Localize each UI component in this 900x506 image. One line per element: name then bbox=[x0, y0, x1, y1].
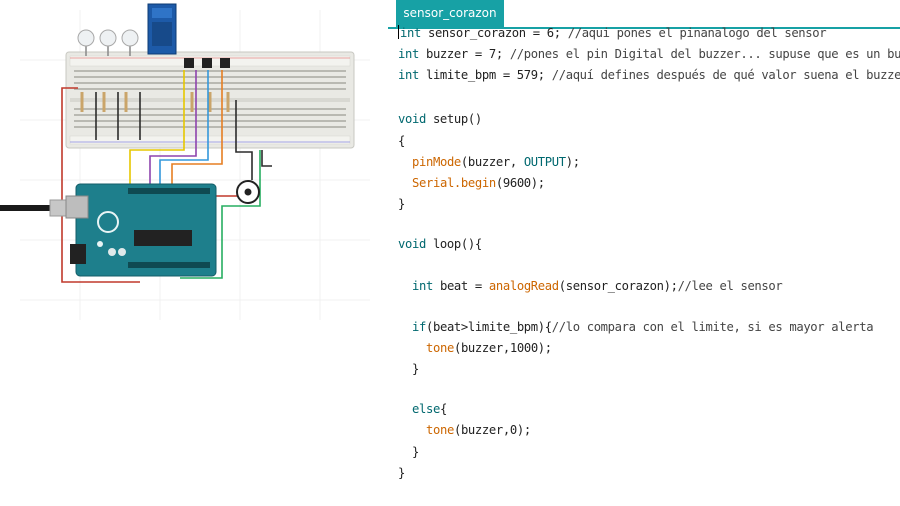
code-token: (9600); bbox=[495, 176, 545, 190]
code-line: Serial.begin(9600); bbox=[412, 174, 545, 192]
code-token: } bbox=[398, 466, 405, 480]
code-line: if(beat>limite_bpm){//lo compara con el … bbox=[412, 318, 874, 336]
code-function: tone bbox=[426, 423, 454, 437]
code-line: } bbox=[398, 464, 405, 482]
code-token: (beat>limite_bpm){ bbox=[425, 320, 552, 334]
code-token: (sensor_corazon); bbox=[558, 279, 678, 293]
tab-bar: sensor_corazon bbox=[388, 0, 900, 29]
code-comment: //aquí defines después de qué valor suen… bbox=[551, 68, 900, 82]
code-keyword: void bbox=[398, 112, 426, 126]
code-keyword: OUTPUT bbox=[523, 155, 566, 169]
code-line: tone(buzzer,1000); bbox=[426, 339, 552, 357]
code-token: (buzzer,0); bbox=[453, 423, 531, 437]
push-buttons bbox=[184, 58, 230, 68]
code-function: Serial.begin bbox=[412, 176, 496, 190]
code-token: buzzer = 7; bbox=[418, 47, 510, 61]
code-comment: //pones el pin Digital del buzzer... sup… bbox=[509, 47, 900, 61]
code-token: ); bbox=[565, 155, 580, 169]
code-token: beat = bbox=[432, 279, 489, 293]
code-line: int buzzer = 7; //pones el pin Digital d… bbox=[398, 45, 900, 63]
code-line: int beat = analogRead(sensor_corazon);//… bbox=[412, 277, 783, 295]
buzzer bbox=[236, 180, 260, 204]
code-keyword: int bbox=[398, 68, 419, 82]
code-comment: //lee el sensor bbox=[677, 279, 783, 293]
bluetooth-module bbox=[147, 3, 177, 55]
code-token: } bbox=[398, 197, 405, 211]
code-line: void loop(){ bbox=[398, 235, 482, 253]
code-token: sensor_corazon = 6; bbox=[420, 26, 568, 40]
code-keyword: int bbox=[398, 47, 419, 61]
code-token: { bbox=[439, 402, 447, 416]
code-line: int limite_bpm = 579; //aquí defines des… bbox=[398, 66, 900, 84]
code-line: { bbox=[398, 132, 405, 150]
heart-sensor-1 bbox=[77, 29, 95, 56]
code-token: setup() bbox=[425, 112, 482, 126]
code-token: (buzzer, bbox=[460, 155, 524, 169]
code-keyword: int bbox=[412, 279, 433, 293]
code-line: tone(buzzer,0); bbox=[426, 421, 531, 439]
text-cursor bbox=[398, 25, 399, 39]
resistors bbox=[80, 92, 230, 112]
code-line: } bbox=[412, 443, 419, 461]
code-token: } bbox=[412, 445, 419, 459]
code-comment: //aqui pones el pinanalogo del sensor bbox=[567, 26, 827, 40]
code-token: } bbox=[412, 362, 419, 376]
code-token: limite_bpm = 579; bbox=[418, 68, 552, 82]
code-line: void setup() bbox=[398, 110, 482, 128]
code-token: loop(){ bbox=[425, 237, 482, 251]
circuit-diagram bbox=[0, 0, 380, 330]
heart-sensor-2 bbox=[99, 29, 117, 56]
arduino-board bbox=[65, 183, 217, 277]
code-function: analogRead bbox=[488, 279, 559, 293]
code-comment: //lo compara con el limite, si es mayor … bbox=[551, 320, 874, 334]
circuit-drawing bbox=[0, 3, 370, 320]
code-line: int sensor_corazon = 6; //aqui pones el … bbox=[398, 24, 827, 42]
code-line: pinMode(buzzer, OUTPUT); bbox=[412, 153, 580, 171]
code-keyword: if bbox=[412, 320, 426, 334]
tab-sketch[interactable]: sensor_corazon bbox=[396, 0, 504, 27]
code-line: } bbox=[412, 360, 419, 378]
code-editor: sensor_corazon int sensor_corazon = 6; /… bbox=[388, 0, 900, 506]
code-keyword: else bbox=[412, 402, 440, 416]
code-token: { bbox=[398, 134, 405, 148]
code-token: (buzzer,1000); bbox=[453, 341, 552, 355]
code-line: } bbox=[398, 195, 405, 213]
code-function: pinMode bbox=[412, 155, 461, 169]
code-keyword: void bbox=[398, 237, 426, 251]
code-keyword: int bbox=[400, 26, 421, 40]
code-function: tone bbox=[426, 341, 454, 355]
heart-sensor-3 bbox=[121, 29, 139, 56]
code-line: else{ bbox=[412, 400, 447, 418]
